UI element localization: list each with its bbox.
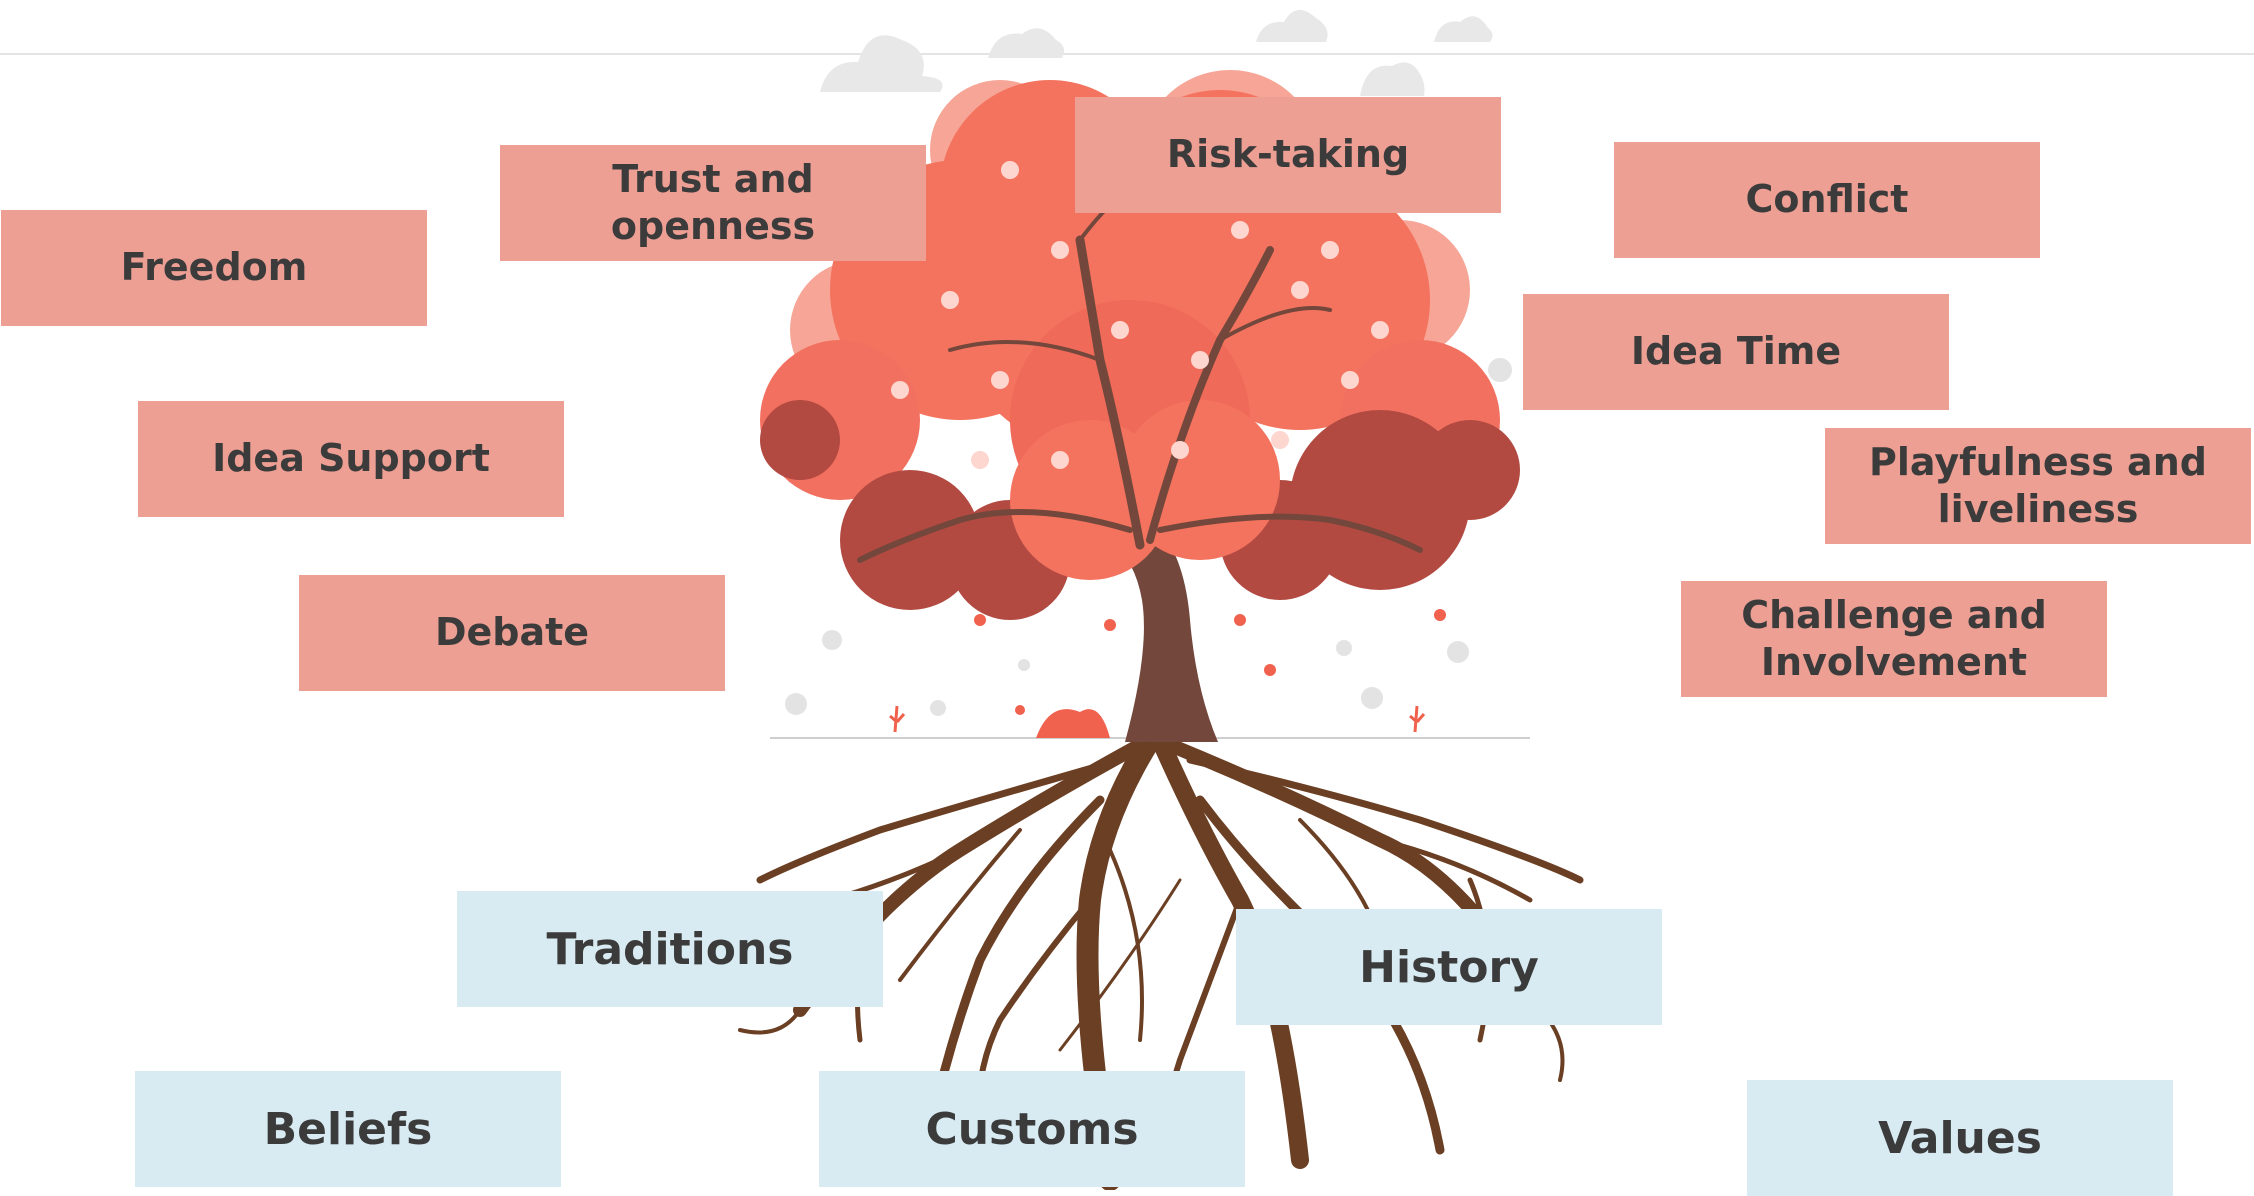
label-idea-time[interactable]: Idea Time <box>1523 294 1949 410</box>
label-values[interactable]: Values <box>1747 1080 2173 1196</box>
branches <box>857 178 1423 563</box>
label-playfulness-and-liveliness[interactable]: Playfulness and liveliness <box>1825 428 2251 544</box>
label-debate[interactable]: Debate <box>299 575 725 691</box>
falling-petals <box>785 358 1512 738</box>
clouds <box>820 9 1493 96</box>
label-challenge-and-involvement[interactable]: Challenge and Involvement <box>1681 581 2107 697</box>
label-conflict[interactable]: Conflict <box>1614 142 2040 258</box>
label-idea-support[interactable]: Idea Support <box>138 401 564 517</box>
label-freedom[interactable]: Freedom <box>1 210 427 326</box>
top-divider <box>0 53 2254 55</box>
label-history[interactable]: History <box>1236 909 1662 1025</box>
label-traditions[interactable]: Traditions <box>457 891 883 1007</box>
label-risk-taking[interactable]: Risk-taking <box>1075 97 1501 213</box>
label-customs[interactable]: Customs <box>819 1071 1245 1187</box>
label-trust-and-openness[interactable]: Trust and openness <box>500 145 926 261</box>
label-beliefs[interactable]: Beliefs <box>135 1071 561 1187</box>
trunk <box>1110 530 1218 742</box>
